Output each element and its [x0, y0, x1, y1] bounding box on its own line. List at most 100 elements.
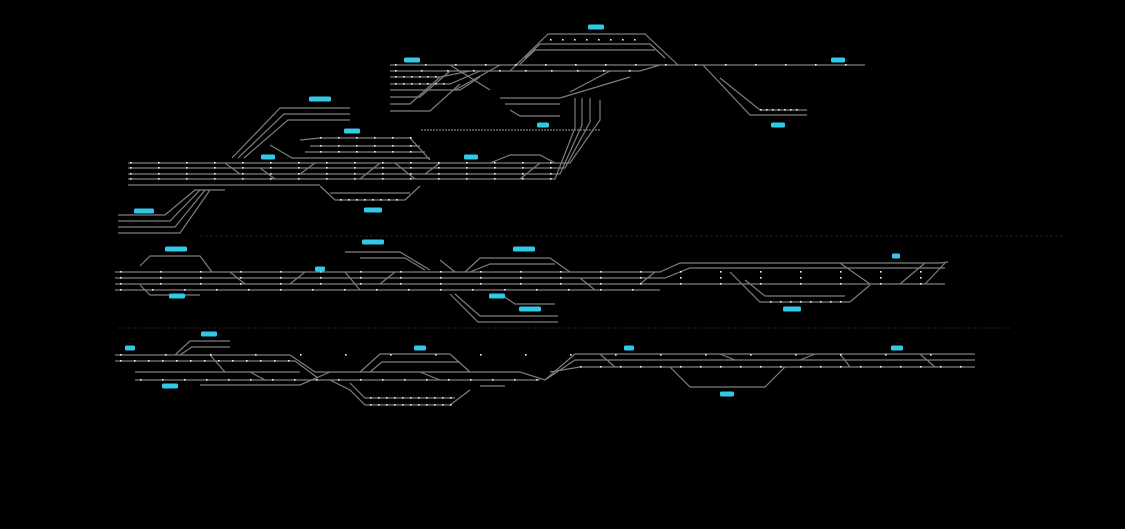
signal-marker: [562, 39, 564, 41]
station-label[interactable]: [362, 239, 384, 245]
station-label[interactable]: [261, 154, 275, 160]
signal-marker: [410, 173, 412, 175]
station-label[interactable]: [519, 306, 541, 312]
station-label[interactable]: [891, 345, 903, 351]
station-label-badge: [464, 154, 478, 160]
signal-marker: [270, 173, 272, 175]
signal-marker: [480, 354, 482, 356]
station-label[interactable]: [464, 154, 478, 160]
signal-marker: [560, 277, 562, 279]
signal-marker: [790, 301, 792, 303]
signal-marker: [438, 167, 440, 169]
signal-marker: [470, 379, 472, 381]
signal-marker: [374, 151, 376, 153]
signal-marker: [560, 283, 562, 285]
station-label[interactable]: [162, 383, 178, 389]
signal-marker: [820, 301, 822, 303]
signal-marker: [186, 162, 188, 164]
signal-marker: [214, 173, 216, 175]
signal-marker: [466, 178, 468, 180]
region-separators: [118, 235, 1065, 329]
signal-marker: [660, 354, 662, 356]
signal-marker: [755, 64, 757, 66]
signal-marker: [340, 199, 342, 201]
signal-marker: [374, 137, 376, 139]
signal-marker: [386, 404, 388, 406]
station-label[interactable]: [414, 345, 426, 351]
signal-marker: [499, 70, 501, 72]
signal-marker: [354, 178, 356, 180]
station-label[interactable]: [831, 57, 845, 63]
signal-marker: [255, 354, 257, 356]
station-label[interactable]: [892, 253, 900, 259]
signal-marker: [392, 145, 394, 147]
signal-marker: [820, 366, 822, 368]
signal-marker: [640, 283, 642, 285]
station-label[interactable]: [169, 293, 185, 299]
signal-marker: [354, 162, 356, 164]
signal-marker: [160, 277, 162, 279]
signal-marker: [280, 271, 282, 273]
signal-marker: [434, 404, 436, 406]
signal-marker: [210, 354, 212, 356]
signal-marker: [395, 76, 397, 78]
station-label[interactable]: [125, 345, 135, 351]
signal-marker: [545, 64, 547, 66]
station-label[interactable]: [783, 306, 801, 312]
signal-marker: [800, 271, 802, 273]
signal-marker: [622, 39, 624, 41]
signal-marker: [120, 271, 122, 273]
station-label[interactable]: [624, 345, 634, 351]
station-label-badge: [414, 345, 426, 351]
station-label[interactable]: [344, 128, 360, 134]
signal-marker: [326, 173, 328, 175]
station-label[interactable]: [588, 24, 604, 30]
signal-marker: [438, 162, 440, 164]
signal-marker: [270, 178, 272, 180]
station-label[interactable]: [489, 293, 505, 299]
signal-marker: [270, 162, 272, 164]
station-label[interactable]: [771, 122, 785, 128]
signal-marker: [800, 277, 802, 279]
signal-marker: [402, 404, 404, 406]
station-label[interactable]: [404, 57, 420, 63]
station-label[interactable]: [201, 331, 217, 337]
signal-marker: [635, 64, 637, 66]
signal-marker: [356, 137, 358, 139]
signal-marker: [372, 199, 374, 201]
signal-marker: [525, 354, 527, 356]
station-label[interactable]: [165, 246, 187, 252]
station-label[interactable]: [513, 246, 535, 252]
signal-marker: [400, 277, 402, 279]
signal-marker: [280, 277, 282, 279]
signal-marker: [466, 167, 468, 169]
signal-marker: [466, 162, 468, 164]
signal-marker: [162, 360, 164, 362]
signal-marker: [840, 277, 842, 279]
signal-marker: [160, 271, 162, 273]
signal-marker: [780, 366, 782, 368]
station-label[interactable]: [720, 391, 734, 397]
station-label[interactable]: [134, 208, 154, 214]
station-label[interactable]: [315, 266, 325, 272]
signal-marker: [760, 271, 762, 273]
signal-marker: [494, 162, 496, 164]
signal-marker: [796, 109, 798, 111]
signal-marker: [427, 83, 429, 85]
station-label[interactable]: [309, 96, 331, 102]
signal-marker: [725, 64, 727, 66]
signal-marker: [348, 199, 350, 201]
signal-marker: [298, 162, 300, 164]
signal-marker: [473, 70, 475, 72]
station-label[interactable]: [364, 207, 382, 213]
signal-marker: [720, 366, 722, 368]
station-label[interactable]: [537, 122, 549, 128]
station-label-badge: [588, 24, 604, 30]
signal-marker: [551, 70, 553, 72]
signal-marker: [394, 397, 396, 399]
signal-marker: [840, 283, 842, 285]
signal-marker: [326, 167, 328, 169]
signal-marker: [790, 109, 792, 111]
signal-marker: [680, 277, 682, 279]
